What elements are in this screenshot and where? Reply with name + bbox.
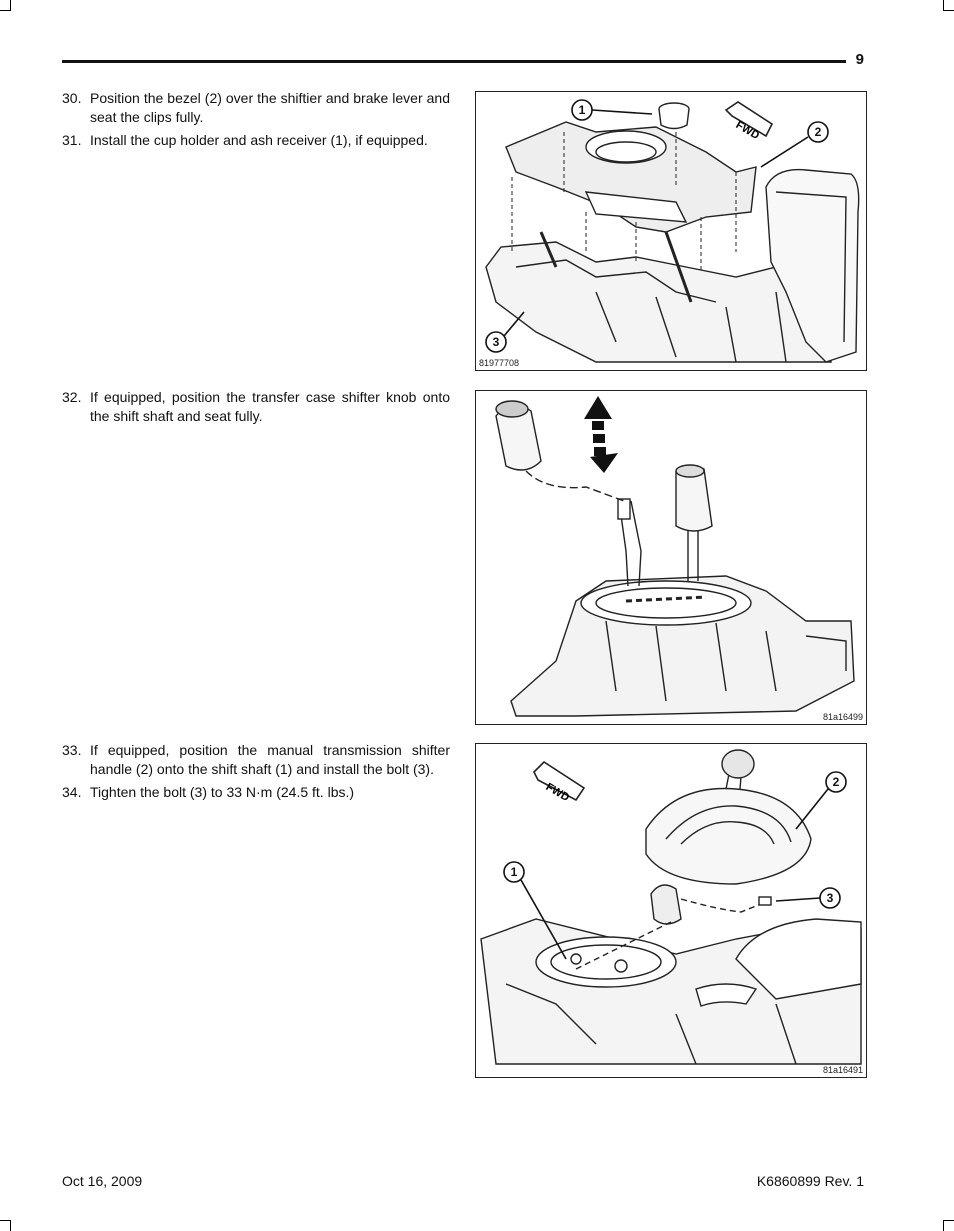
- step-text: Tighten the bolt (3) to 33 N·m (24.5 ft.…: [90, 784, 355, 800]
- steps-group-2: 32. If equipped, position the transfer ca…: [62, 388, 450, 430]
- step-number: 30.: [62, 90, 82, 106]
- figure-id: 81a16499: [822, 712, 863, 722]
- footer-date: Oct 16, 2009: [62, 1173, 143, 1189]
- crop-mark-bottom-right: [943, 1220, 954, 1231]
- step-text: Position the bezel (2) over the shiftier…: [90, 90, 450, 125]
- steps-group-1: 30. Position the bezel (2) over the shift…: [62, 89, 450, 155]
- figure-id: 81977708: [479, 358, 520, 368]
- step-item: 31. Install the cup holder and ash receiv…: [62, 131, 450, 150]
- crop-mark-top-left: [0, 0, 11, 11]
- crop-mark-top-right: [943, 0, 954, 11]
- step-item: 34. Tighten the bolt (3) to 33 N·m (24.5 …: [62, 783, 450, 802]
- step-text: If equipped, position the transfer case …: [90, 389, 450, 424]
- header-rule: [62, 60, 846, 63]
- callout-3: 3: [493, 335, 500, 349]
- footer-doc-number: K6860899 Rev. 1: [756, 1173, 864, 1189]
- steps-group-3: 33. If equipped, position the manual tran…: [62, 741, 450, 807]
- manual-shifter-illustration: FWD 1 2 3: [480, 749, 862, 1065]
- callout-3: 3: [827, 891, 834, 905]
- bezel-illustration: FWD 1 2 3: [485, 99, 860, 363]
- step-item: 30. Position the bezel (2) over the shift…: [62, 89, 450, 126]
- figure-manual-shifter: FWD 1 2 3 81a16491: [475, 743, 867, 1078]
- callout-1: 1: [579, 103, 586, 117]
- step-number: 31.: [62, 132, 82, 148]
- page-number: 9: [855, 51, 864, 68]
- step-item: 32. If equipped, position the transfer ca…: [62, 388, 450, 425]
- step-text: If equipped, position the manual transmi…: [90, 742, 450, 777]
- callout-2: 2: [815, 125, 822, 139]
- crop-mark-bottom-left: [0, 1220, 11, 1231]
- step-item: 33. If equipped, position the manual tran…: [62, 741, 450, 778]
- figure-bezel-installation: FWD 1 2 3 81977708: [475, 91, 867, 371]
- step-number: 33.: [62, 742, 82, 758]
- step-number: 34.: [62, 784, 82, 800]
- transfer-case-knob-illustration: [495, 396, 855, 717]
- callout-2: 2: [833, 775, 840, 789]
- step-text: Install the cup holder and ash receiver …: [90, 132, 428, 148]
- figure-id: 81a16491: [822, 1065, 863, 1075]
- callout-1: 1: [511, 865, 518, 879]
- figure-transfer-case-knob: 81a16499: [475, 390, 867, 725]
- step-number: 32.: [62, 389, 82, 405]
